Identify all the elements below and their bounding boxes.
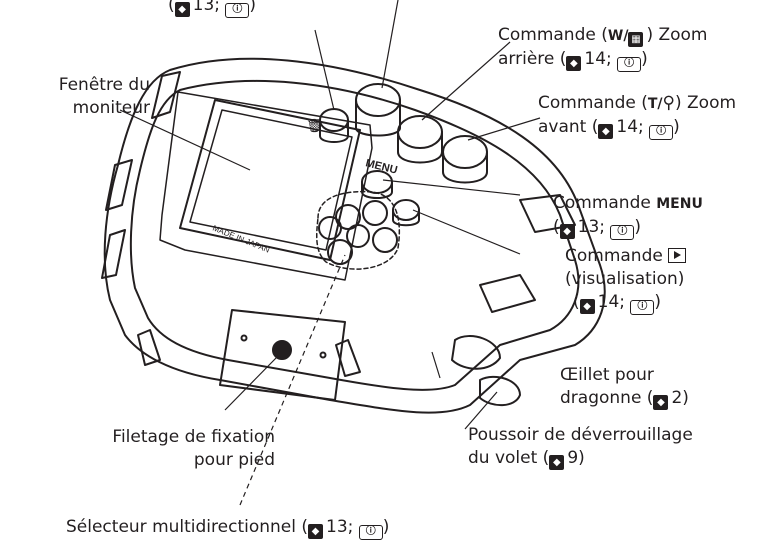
multi-selector-label: Sélecteur multidirectionnel (◆13; ⓘ) [66,516,389,540]
housing-menu-label: MENU [364,157,398,176]
trash-icon: 🗑 [306,119,323,134]
playback-button-label: Commande (visualisation) (◆14; ⓘ) [565,245,687,315]
page-reference-icon: ◆ [559,224,575,239]
zoom-in-button [442,135,488,169]
thumbnail-icon: ▦ [628,32,644,47]
magnifier-icon: ⚲ [662,93,675,113]
right-clip-mid [479,274,536,313]
selector-extra [318,216,342,240]
selector-dashed-outline [316,190,401,270]
top-dial [355,83,401,117]
tripod-socket-label: Filetage de fixation pour pied [112,427,275,470]
lower-clip-right [335,339,361,377]
page-reference-icon: ◆ [308,524,324,539]
left-clip-low [101,229,126,279]
left-clip-mid [105,159,133,211]
monitor-window-outer [179,99,361,261]
monitor-window-label: Fenêtre du moniteur [58,75,150,118]
tripod-socket [272,340,292,360]
housing-made-in-label: MADE IN JAPAN [211,224,271,255]
zoom-out-button [397,115,443,149]
bottom-plate [219,309,346,401]
housing-inner-rim [129,80,580,391]
zoom-out-label: Commande (W/▦) Zoom arrière (◆14; ⓘ) [498,24,707,72]
play-icon [668,248,687,263]
monitor-frame [159,91,373,281]
page-reference-icon: ◆ [549,455,565,470]
right-strap-eyelet [451,335,501,370]
selector-down [327,239,353,265]
manual-reference-icon: ⓘ [617,57,642,72]
left-clip-top [151,71,181,119]
selector-center [346,224,370,248]
selector-right [372,227,398,253]
latch-release-label: Poussoir de déverrouillage du volet (◆9) [468,425,693,470]
strap-eyelet-label: Œillet pour dragonne (◆2) [560,365,689,410]
housing-body [103,57,606,414]
lower-clip-left [137,329,161,366]
manual-reference-icon: ⓘ [358,525,383,540]
manual-reference-icon: ⓘ [630,300,655,315]
playback-button [392,199,420,221]
manual-reference-icon: ⓘ [225,3,250,18]
right-clip-top [519,194,576,233]
page-reference-icon: ◆ [653,395,669,410]
page-reference-icon: ◆ [566,56,582,71]
top-reference-label: (◆13; ⓘ) [168,0,256,18]
manual-reference-icon: ⓘ [610,225,635,240]
zoom-in-label: Commande (T/⚲) Zoom avant (◆14; ⓘ) [538,92,736,140]
selector-up [362,200,388,226]
page-reference-icon: ◆ [174,2,190,17]
page-reference-icon: ◆ [598,124,614,139]
selector-left [335,204,361,230]
page-reference-icon: ◆ [579,299,595,314]
manual-reference-icon: ⓘ [649,125,674,140]
menu-button-label: Commande MENU (◆13; ⓘ) [553,192,703,240]
monitor-window-inner [189,109,353,251]
